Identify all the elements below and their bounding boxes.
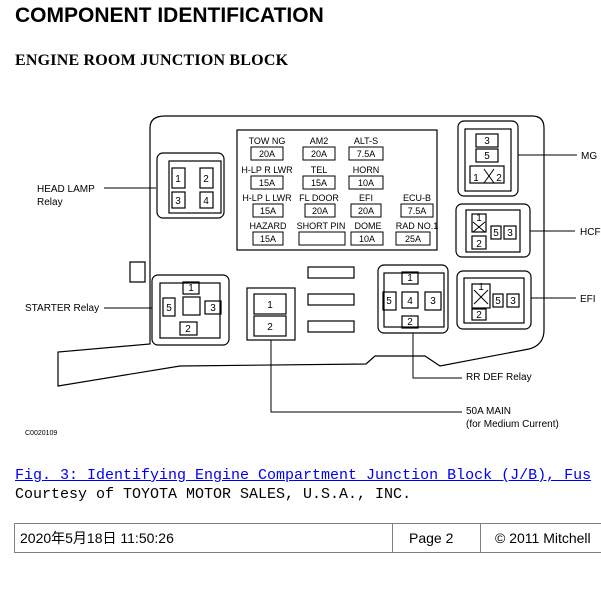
figure-caption-link[interactable]: Fig. 3: Identifying Engine Compartment J… [15,467,592,484]
head-lamp-label-2: Relay [37,197,63,208]
pin-number: 5 [495,296,501,307]
fuse-rating: 10A [358,178,374,188]
fuse-name: H-LP L LWR [242,193,292,203]
junction-block-diagram: HEAD LAMP Relay STARTER Relay MG HCF EFI… [25,115,601,437]
fuse-rating: 20A [358,206,374,216]
pin-number: 5 [484,151,490,162]
housing-outline [57,115,545,387]
pin-number: 3 [175,196,181,207]
fuse-name: FL DOOR [299,193,339,203]
fuse-rating: 15A [311,178,327,188]
fuse-name: TEL [311,165,328,175]
fuse-rating: 20A [311,149,327,159]
figure-code: C0020109 [25,430,57,437]
efi-label: EFI [580,294,596,305]
pin-number: 3 [510,296,516,307]
pin-number: 3 [430,296,436,307]
fuse-grid-frame [236,129,438,251]
fuse-name: AM2 [310,136,329,146]
fuse-name: H-LP R LWR [241,165,293,175]
fuse-rating: 20A [259,149,275,159]
pin-number: 1 [476,213,482,224]
fuse-name: ECU-B [403,193,431,203]
mg-relay [457,120,519,197]
fuse-name: ALT-S [354,136,378,146]
fuse-rating: 7.5A [357,149,376,159]
pin-number: 4 [407,296,413,307]
fuse-rating: 7.5A [408,206,427,216]
pin-number: 1 [473,173,479,184]
rr-def-label: RR DEF Relay [466,372,532,383]
pin-number: 4 [203,196,209,207]
fuse-rating: 25A [405,234,421,244]
pin-number: 1 [267,300,273,311]
hcf-label: HCF [580,227,601,238]
page-footer: 2020年5月18日 11:50:26 Page 2 © 2011 Mitche… [14,523,601,553]
fuse-name: RAD NO.1 [396,221,439,231]
footer-datetime: 2020年5月18日 11:50:26 [15,524,393,552]
pin-number: 1 [188,283,194,294]
fuse-name: TOW NG [249,136,286,146]
page-title: COMPONENT IDENTIFICATION [15,4,324,27]
pin-number: 2 [476,310,482,321]
pin-number: 3 [210,303,216,314]
fuse-name: HAZARD [249,221,287,231]
efi-relay [456,270,532,330]
main-fuse-label-2: (for Medium Current) [466,419,559,430]
pin-number: 3 [507,228,513,239]
mg-label: MG [581,151,597,162]
pin-number: 1 [407,273,413,284]
pin-number: 2 [185,324,191,335]
head-lamp-label: HEAD LAMP [37,184,95,195]
pin-number: 5 [386,296,392,307]
pin-number: 2 [407,317,413,328]
section-title: ENGINE ROOM JUNCTION BLOCK [15,52,289,69]
pin-number: 5 [166,303,172,314]
fuse-rating: 15A [260,234,276,244]
pin-number: 1 [175,174,181,185]
pin-number: 2 [267,322,273,333]
footer-page: Page 2 [393,524,481,552]
fuse-name: EFI [359,193,373,203]
starter-label: STARTER Relay [25,303,99,314]
pin-number: 2 [476,239,482,250]
pin-number: 5 [493,228,499,239]
footer-copyright: © 2011 Mitchell [495,530,591,546]
fuse-rating: 15A [259,178,275,188]
head-lamp-relay [156,152,225,219]
courtesy-line: Courtesy of TOYOTA MOTOR SALES, U.S.A., … [15,486,412,503]
pin-number: 2 [203,174,209,185]
pin-number: 1 [478,282,484,293]
fuse-name: HORN [353,165,380,175]
fuse-name: DOME [355,221,382,231]
fuse-rating: 20A [312,206,328,216]
starter-relay [151,274,230,346]
fuse-rating: 15A [260,206,276,216]
pin-number: 2 [496,173,502,184]
housing-tab [129,261,146,283]
fuse-name: SHORT PIN [297,221,346,231]
main-fuse-label: 50A MAIN [466,406,511,417]
pin-number: 3 [484,136,490,147]
fuse-rating: 10A [359,234,375,244]
